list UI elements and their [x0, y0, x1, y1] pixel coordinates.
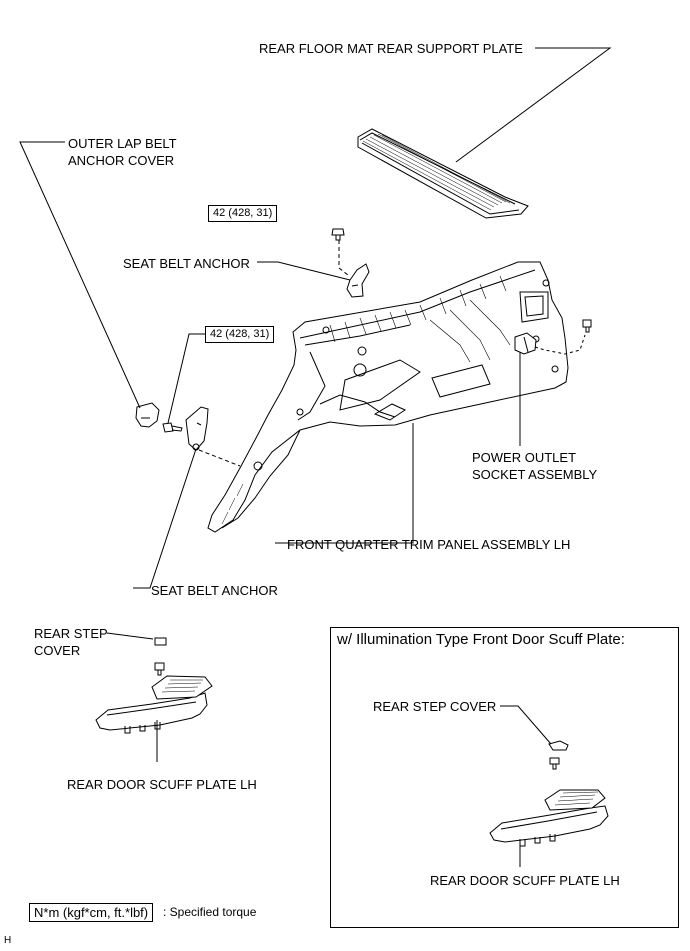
rear-door-scuff-plate-right-part — [489, 789, 609, 847]
torque-legend-text: : Specified torque — [163, 905, 257, 919]
label-rear-step-cover-left: REAR STEP COVER — [34, 626, 108, 658]
label-power-outlet-socket-assembly: POWER OUTLET SOCKET ASSEMBLY — [472, 450, 598, 482]
rear-step-cover-left-part — [154, 637, 167, 676]
label-rear-door-scuff-plate-left: REAR DOOR SCUFF PLATE LH — [67, 777, 257, 792]
torque-spec-lower: 42 (428, 31) — [205, 326, 275, 343]
illumination-type-inset — [330, 627, 679, 928]
front-quarter-trim-panel-part — [207, 261, 569, 533]
label-outer-lap-belt-anchor-cover: OUTER LAP BELT ANCHOR COVER — [68, 136, 177, 168]
outer-lap-belt-anchor-cover-part — [135, 402, 160, 428]
rear-door-scuff-plate-left-part — [95, 675, 213, 734]
torque-legend-box: N*m (kgf*cm, ft.*lbf) — [29, 903, 154, 922]
label-rear-step-cover-right: REAR STEP COVER — [373, 699, 497, 714]
torque-spec-upper: 42 (428, 31) — [208, 205, 278, 222]
label-seat-belt-anchor-upper: SEAT BELT ANCHOR — [123, 256, 250, 271]
bolt-upper-part — [331, 228, 345, 241]
seat-belt-anchor-lower-part — [185, 406, 209, 451]
corner-mark: H — [4, 935, 12, 946]
label-front-quarter-trim-panel: FRONT QUARTER TRIM PANEL ASSEMBLY LH — [287, 537, 571, 552]
inset-title: w/ Illumination Type Front Door Scuff Pl… — [337, 631, 625, 648]
rear-step-cover-right-part — [548, 740, 569, 770]
rear-support-plate-part — [357, 128, 529, 219]
power-outlet-socket-part — [514, 332, 586, 355]
seat-belt-anchor-upper-part — [338, 240, 370, 298]
label-rear-door-scuff-plate-right: REAR DOOR SCUFF PLATE LH — [430, 873, 620, 888]
label-seat-belt-anchor-lower: SEAT BELT ANCHOR — [151, 583, 278, 598]
label-rear-floor-mat-rear-support-plate: REAR FLOOR MAT REAR SUPPORT PLATE — [259, 41, 523, 56]
leader-lines — [19, 47, 612, 867]
screw-right-part — [582, 319, 592, 333]
bolt-lower-part — [162, 422, 241, 467]
